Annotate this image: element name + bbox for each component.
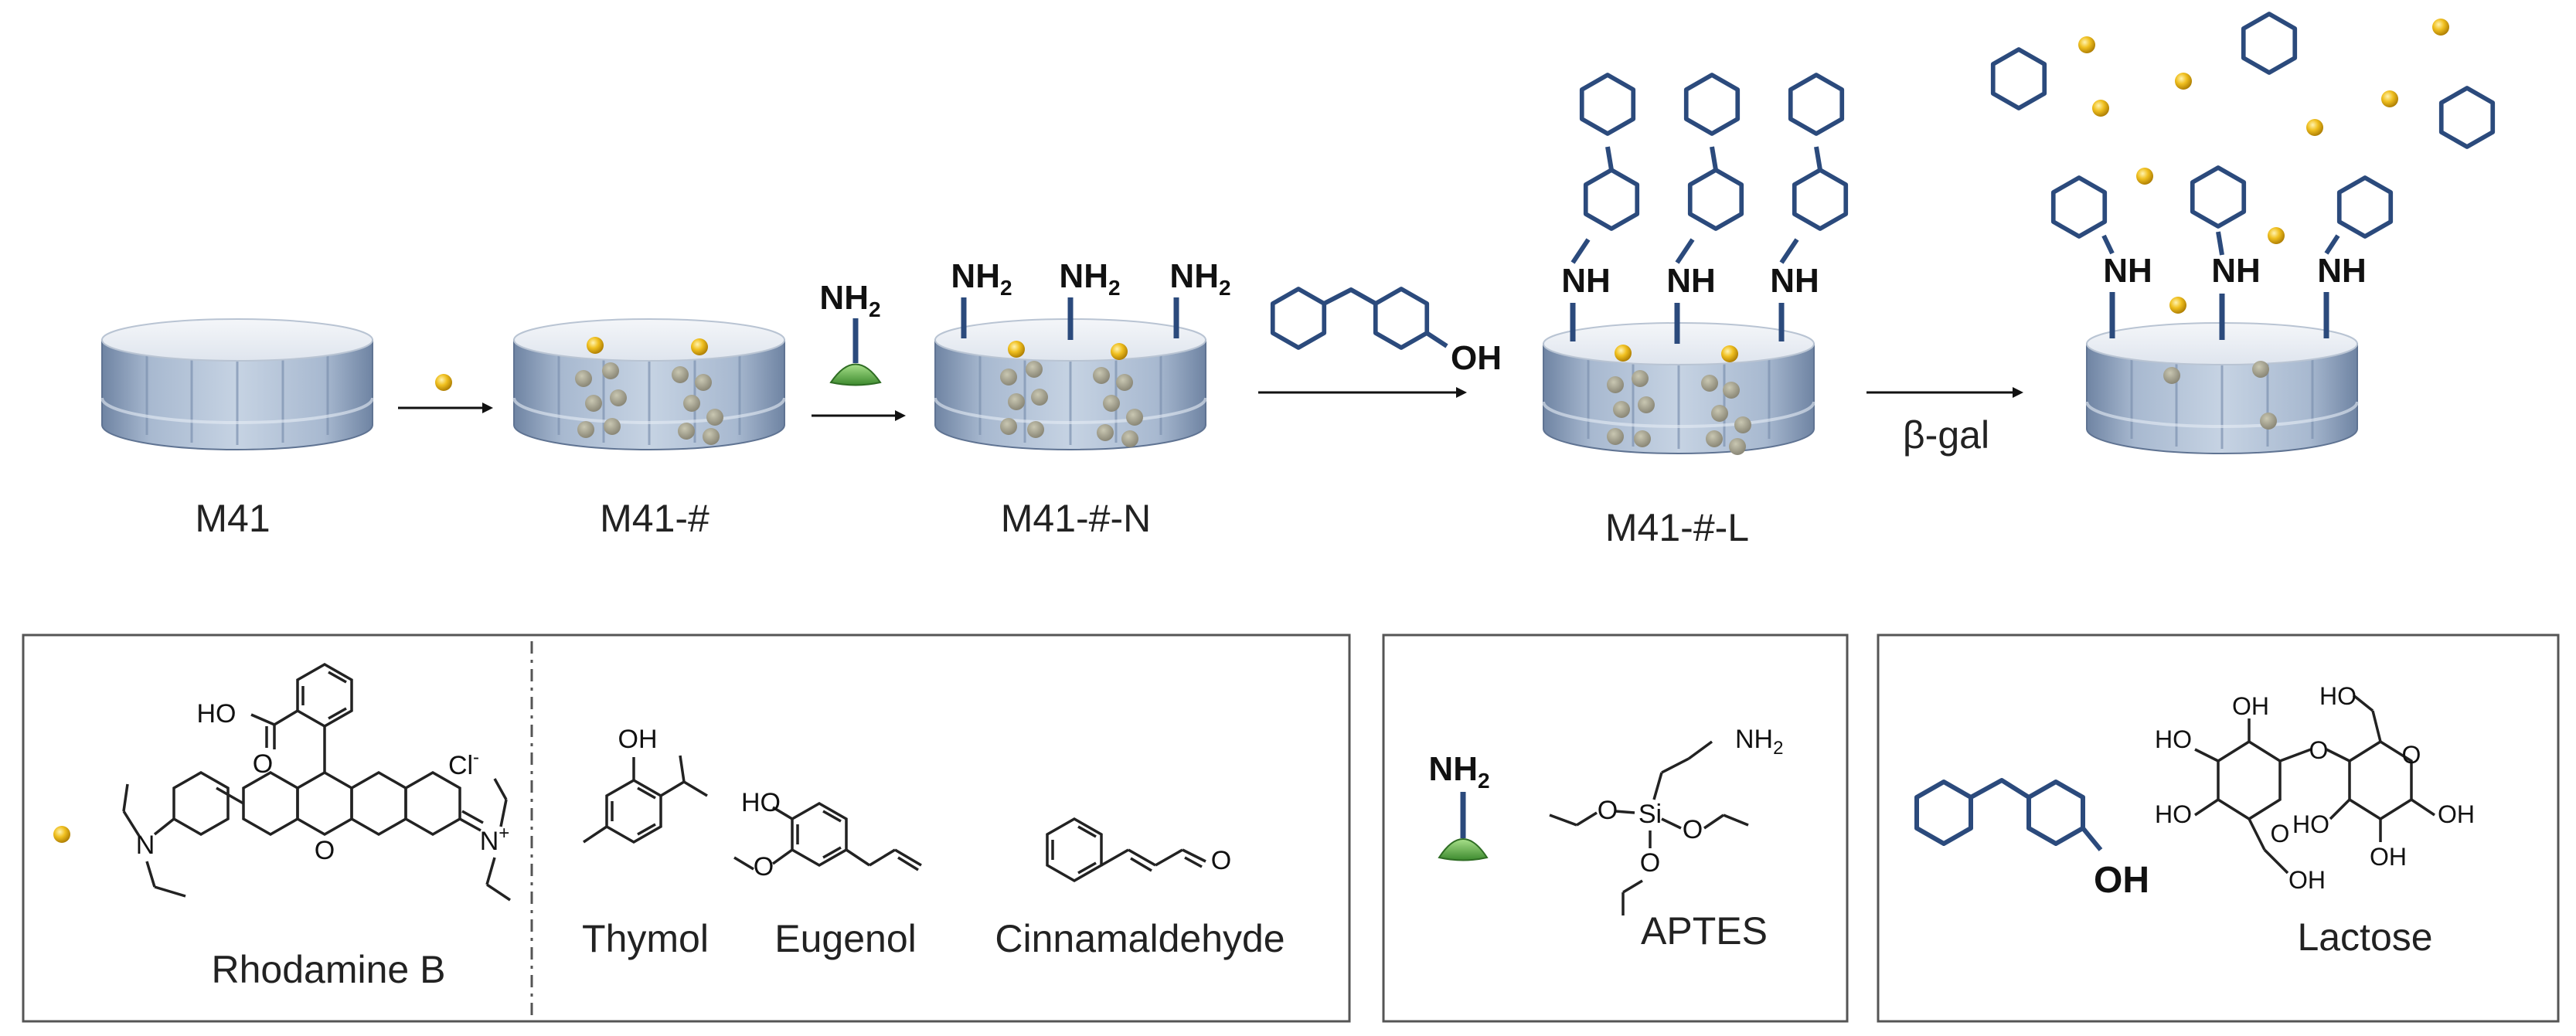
label-beta-gal: β-gal: [1903, 413, 1989, 457]
svg-text:OH: OH: [2232, 692, 2269, 720]
svg-text:NH2: NH2: [1059, 257, 1120, 300]
label-m41-cargo-l: M41-#-L: [1605, 506, 1749, 549]
svg-text:HO: HO: [2292, 810, 2329, 838]
cargo-reagent-icon: [435, 374, 452, 391]
svg-text:NH2: NH2: [1735, 725, 1783, 759]
svg-text:O: O: [315, 836, 335, 865]
label-m41-cargo: M41-#: [600, 497, 710, 540]
arrow-4: [1866, 387, 2023, 398]
linker-legend-structure: OH: [1917, 778, 2149, 901]
label-lactose: Lactose: [2297, 915, 2432, 959]
svg-text:O: O: [754, 852, 774, 881]
label-m41: M41: [195, 497, 270, 540]
label-m41-cargo-n: M41-#-N: [1001, 497, 1151, 540]
svg-text:OH: OH: [2438, 800, 2475, 828]
svg-text:NH2: NH2: [951, 257, 1012, 300]
svg-text:O: O: [1640, 848, 1660, 878]
svg-text:N+: N+: [480, 823, 510, 856]
aptes-structure: Si NH2 O O O: [1549, 725, 1783, 915]
svg-text:HO: HO: [2319, 682, 2357, 710]
lactose-structure: O O O OH HO HO OH HO HO OH OH: [2155, 682, 2475, 894]
cargo-dot-legend: [53, 826, 70, 843]
legend-panel-aptes: [1382, 633, 1849, 1023]
svg-text:NH: NH: [1666, 262, 1716, 300]
linker-reagent-structure: OH: [1273, 289, 1502, 377]
svg-text:HO: HO: [197, 699, 237, 729]
svg-text:NH: NH: [2317, 252, 2367, 290]
aptes-legend-icon: NH2: [1428, 750, 1490, 861]
svg-text:NH2: NH2: [1169, 257, 1230, 300]
svg-text:HO: HO: [741, 788, 781, 817]
svg-text:NH2: NH2: [819, 279, 880, 321]
svg-text:HO: HO: [2155, 725, 2192, 753]
label-aptes: APTES: [1641, 909, 1768, 953]
disk-m41: [100, 318, 374, 451]
disk-m41-cargo: [512, 318, 786, 451]
svg-text:OH: OH: [2288, 866, 2326, 894]
svg-text:Cl-: Cl-: [448, 747, 479, 780]
svg-text:OH: OH: [1451, 339, 1502, 377]
aptes-reagent-icon: NH2: [819, 279, 882, 386]
label-thymol: Thymol: [582, 917, 709, 960]
svg-text:HO: HO: [2155, 800, 2192, 828]
svg-text:NH: NH: [2103, 252, 2152, 290]
thymol-structure: OH: [583, 725, 708, 844]
label-cinnamaldehyde: Cinnamaldehyde: [995, 917, 1285, 960]
svg-text:NH2: NH2: [1428, 750, 1489, 793]
svg-text:OH: OH: [2370, 843, 2407, 871]
label-rhodamine-b: Rhodamine B: [212, 948, 446, 991]
svg-text:O: O: [1598, 796, 1618, 825]
arrow-2: [812, 410, 906, 421]
svg-text:NH: NH: [2211, 252, 2261, 290]
svg-text:OH: OH: [2094, 860, 2149, 901]
label-eugenol: Eugenol: [774, 917, 917, 960]
disk-m41-cargo-n: NH2 NH2 NH2: [934, 257, 1231, 451]
rhodamine-b-structure: HO O O N N+ Cl-: [122, 662, 511, 902]
eugenol-structure: HO O: [733, 788, 922, 881]
svg-text:O: O: [2402, 741, 2421, 769]
svg-text:NH: NH: [1770, 262, 1819, 300]
svg-text:O: O: [2309, 736, 2329, 764]
svg-text:NH: NH: [1561, 262, 1611, 300]
legend-panel-cargo: [22, 633, 1351, 1023]
svg-text:OH: OH: [618, 725, 658, 754]
legend-panel-lactose: [1877, 633, 2560, 1023]
svg-text:O: O: [2271, 820, 2290, 847]
svg-text:O: O: [1683, 815, 1703, 844]
arrow-1: [398, 403, 493, 413]
svg-text:O: O: [1211, 846, 1231, 875]
svg-text:Si: Si: [1638, 800, 1662, 829]
cinnamaldehyde-structure: O: [1046, 817, 1231, 883]
disk-m41-cargo-l: NH NH NH: [1542, 75, 1846, 455]
arrow-3: [1258, 387, 1467, 398]
disk-released: NH NH NH: [1993, 14, 2493, 455]
